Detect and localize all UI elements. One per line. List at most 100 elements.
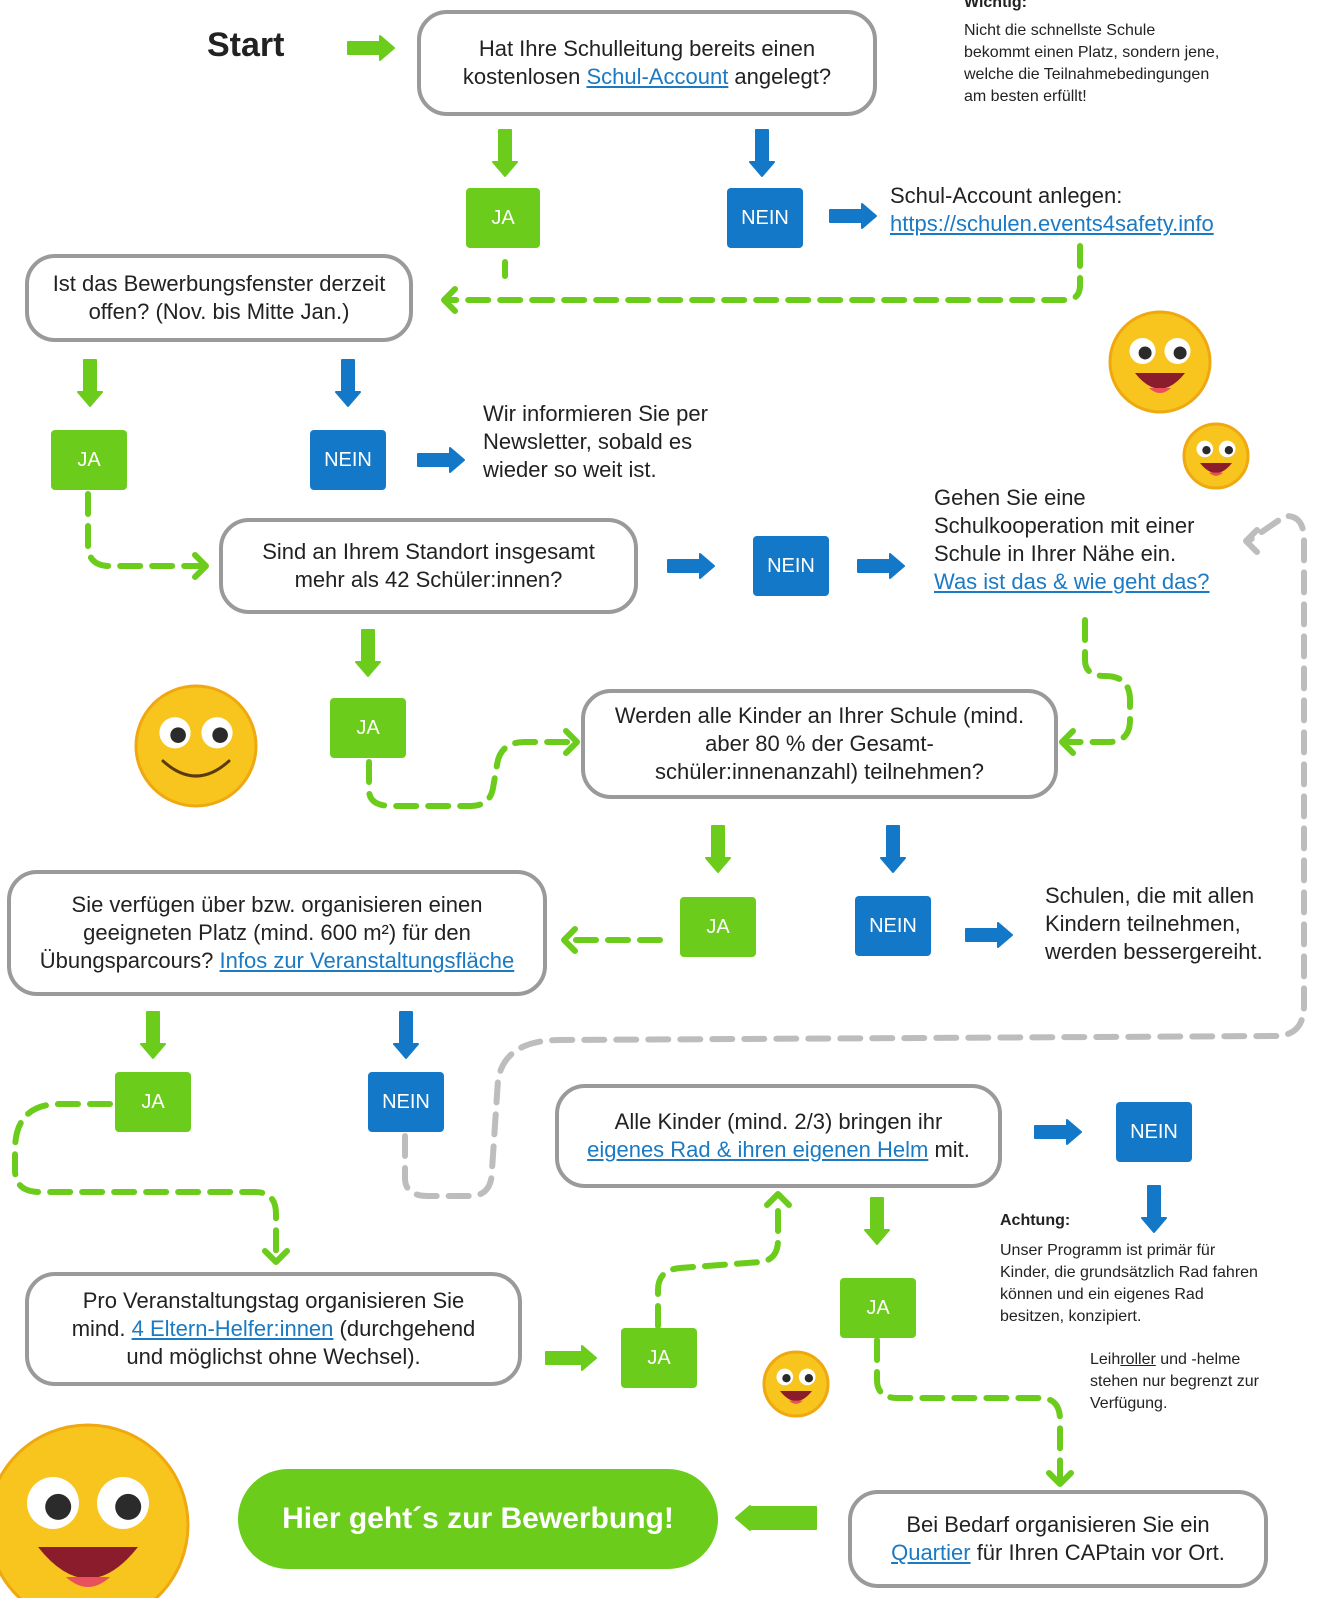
answer-nein: NEIN: [727, 188, 803, 248]
question-text: mit.: [928, 1137, 970, 1162]
smiley-mouth: [161, 759, 231, 778]
question-application-window: Ist das Bewerbungsfenster derzeit offen?…: [25, 254, 413, 342]
smiley-icon: [1108, 310, 1212, 414]
attention-note: Achtung: Unser Programm ist primär für K…: [1000, 1210, 1320, 1328]
event-area-info-link[interactable]: Infos zur Veranstaltungsfläche: [219, 948, 515, 973]
answer-ja: JA: [680, 897, 756, 957]
accommodation-box: Bei Bedarf organisieren Sie ein Quartier…: [848, 1490, 1268, 1588]
smiley-icon: [1182, 422, 1250, 490]
smiley-tongue: [66, 1577, 110, 1587]
dashed-connector: [366, 739, 577, 809]
arrow-right-icon: [829, 203, 877, 229]
question-text: Sind an Ihrem Standort insgesamt: [262, 539, 595, 564]
important-note: Wichtig: Nicht die schnellste Schule bek…: [964, 0, 1304, 108]
question-text: geeigneten Platz (mind. 600 m²) für den: [83, 920, 471, 945]
smiley-pupil: [1138, 346, 1152, 360]
question-text: mind.: [71, 1316, 132, 1341]
rental-line: stehen nur begrenzt zur: [1090, 1373, 1259, 1390]
question-school-account: Hat Ihre Schulleitung bereits einen kost…: [417, 10, 877, 116]
schul-account-url-link[interactable]: https://schulen.events4safety.info: [890, 211, 1214, 236]
question-text: und möglichst ohne Wechsel).: [126, 1344, 421, 1369]
question-participation-rate: Werden alle Kinder an Ihrer Schule (mind…: [581, 689, 1058, 799]
answer-ja: JA: [466, 188, 540, 248]
smiley-mouth: [38, 1547, 138, 1579]
smiley-icon: [134, 684, 258, 808]
answer-ja: JA: [330, 698, 406, 758]
dashed-connector: [655, 1197, 781, 1329]
answer-ja: JA: [115, 1072, 191, 1132]
smiley-pupil: [804, 1374, 814, 1383]
arrow-down-icon: [140, 1011, 166, 1059]
answer-nein: NEIN: [1116, 1102, 1192, 1162]
important-line: Nicht die schnellste Schule: [964, 22, 1156, 39]
question-text: mehr als 42 Schüler:innen?: [294, 567, 563, 592]
question-text: Übungsparcours?: [39, 948, 220, 973]
arrow-down-icon: [705, 825, 731, 873]
arrow-down-icon: [492, 129, 518, 177]
arrow-down-icon: [77, 359, 103, 407]
question-text: Werden alle Kinder an Ihrer Schule (mind…: [614, 703, 1025, 728]
answer-ja: JA: [621, 1328, 697, 1388]
cooperation-line: Schulkooperation mit einer: [934, 513, 1195, 538]
newsletter-hint: Wir informieren Sie per Newsletter, soba…: [483, 400, 708, 484]
arrow-right-icon: [545, 1345, 597, 1371]
question-own-bike: Alle Kinder (mind. 2/3) bringen ihr eige…: [555, 1084, 1002, 1188]
attention-line: Kinder, die grundsätzlich Rad fahren: [1000, 1264, 1258, 1281]
question-text: kostenlosen: [462, 64, 587, 89]
question-text: aber 80 % der Gesamt-: [705, 731, 934, 756]
question-text: Ist das Bewerbungsfenster derzeit: [52, 271, 386, 296]
arrow-head: [1046, 1470, 1074, 1487]
dashed-connector: [1061, 617, 1133, 745]
arrow-down-icon: [335, 359, 361, 407]
schul-account-label: Schul-Account anlegen:: [890, 183, 1123, 208]
arrow-head: [441, 286, 458, 314]
question-text: offen? (Nov. bis Mitte Jan.): [88, 299, 350, 324]
better-ranking-hint: Schulen, die mit allen Kindern teilnehme…: [1045, 882, 1263, 966]
parent-helpers-link[interactable]: 4 Eltern-Helfer:innen: [131, 1316, 334, 1341]
rental-note: Leihroller und -helme stehen nur begrenz…: [1090, 1349, 1310, 1415]
question-event-area: Sie verfügen über bzw. organisieren eine…: [7, 870, 547, 996]
question-text: (durchgehend: [333, 1316, 476, 1341]
arrow-head: [764, 1191, 792, 1208]
smiley-tongue: [1149, 388, 1171, 393]
dashed-connector: [85, 491, 203, 569]
attention-line: können und ein eigenes Rad: [1000, 1286, 1204, 1303]
question-text: für Ihren CAPtain vor Ort.: [970, 1540, 1225, 1565]
smiley-pupil: [1224, 446, 1234, 455]
arrow-down-icon: [393, 1011, 419, 1059]
arrow-right-icon: [857, 553, 905, 579]
answer-ja: JA: [840, 1278, 916, 1338]
cooperation-line: Gehen Sie eine: [934, 485, 1086, 510]
ranking-line: Schulen, die mit allen: [1045, 883, 1255, 908]
question-student-count: Sind an Ihrem Standort insgesamt mehr al…: [219, 518, 638, 614]
answer-nein: NEIN: [855, 896, 931, 956]
cooperation-info-link[interactable]: Was ist das & wie geht das?: [934, 569, 1210, 594]
arrow-head: [1243, 527, 1260, 555]
smiley-mouth: [1200, 463, 1232, 474]
schul-account-link[interactable]: Schul-Account: [586, 64, 729, 89]
arrow-right-icon: [965, 922, 1013, 948]
question-text: schüler:innenanzahl) teilnehmen?: [655, 759, 984, 784]
newsletter-line: Wir informieren Sie per: [483, 401, 708, 426]
question-text: Pro Veranstaltungstag organisieren Sie: [82, 1288, 465, 1313]
newsletter-line: Newsletter, sobald es: [483, 429, 693, 454]
arrow-down-icon: [355, 629, 381, 677]
apply-now-button[interactable]: Hier geht´s zur Bewerbung!: [238, 1469, 718, 1569]
own-bike-helmet-link[interactable]: eigenes Rad & ihren eigenen Helm: [587, 1137, 929, 1162]
ranking-line: Kindern teilnehmen,: [1045, 911, 1241, 936]
answer-ja: JA: [51, 430, 127, 490]
arrow-head: [262, 1248, 290, 1265]
attention-line: Unser Programm ist primär für: [1000, 1242, 1216, 1259]
answer-nein: NEIN: [368, 1072, 444, 1132]
rental-roller-link[interactable]: roller: [1120, 1351, 1156, 1368]
smiley-pupil: [45, 1493, 72, 1520]
arrow-right-icon: [347, 35, 395, 61]
start-label: Start: [207, 26, 285, 64]
smiley-tongue: [1208, 472, 1224, 476]
rental-line: Verfügung.: [1090, 1395, 1168, 1412]
question-text: Hat Ihre Schulleitung bereits einen: [478, 36, 816, 61]
arrow-right-icon: [1034, 1119, 1082, 1145]
arrow-left-icon: [735, 1505, 817, 1531]
quartier-link[interactable]: Quartier: [891, 1540, 971, 1565]
rental-text: Leih: [1090, 1351, 1121, 1368]
